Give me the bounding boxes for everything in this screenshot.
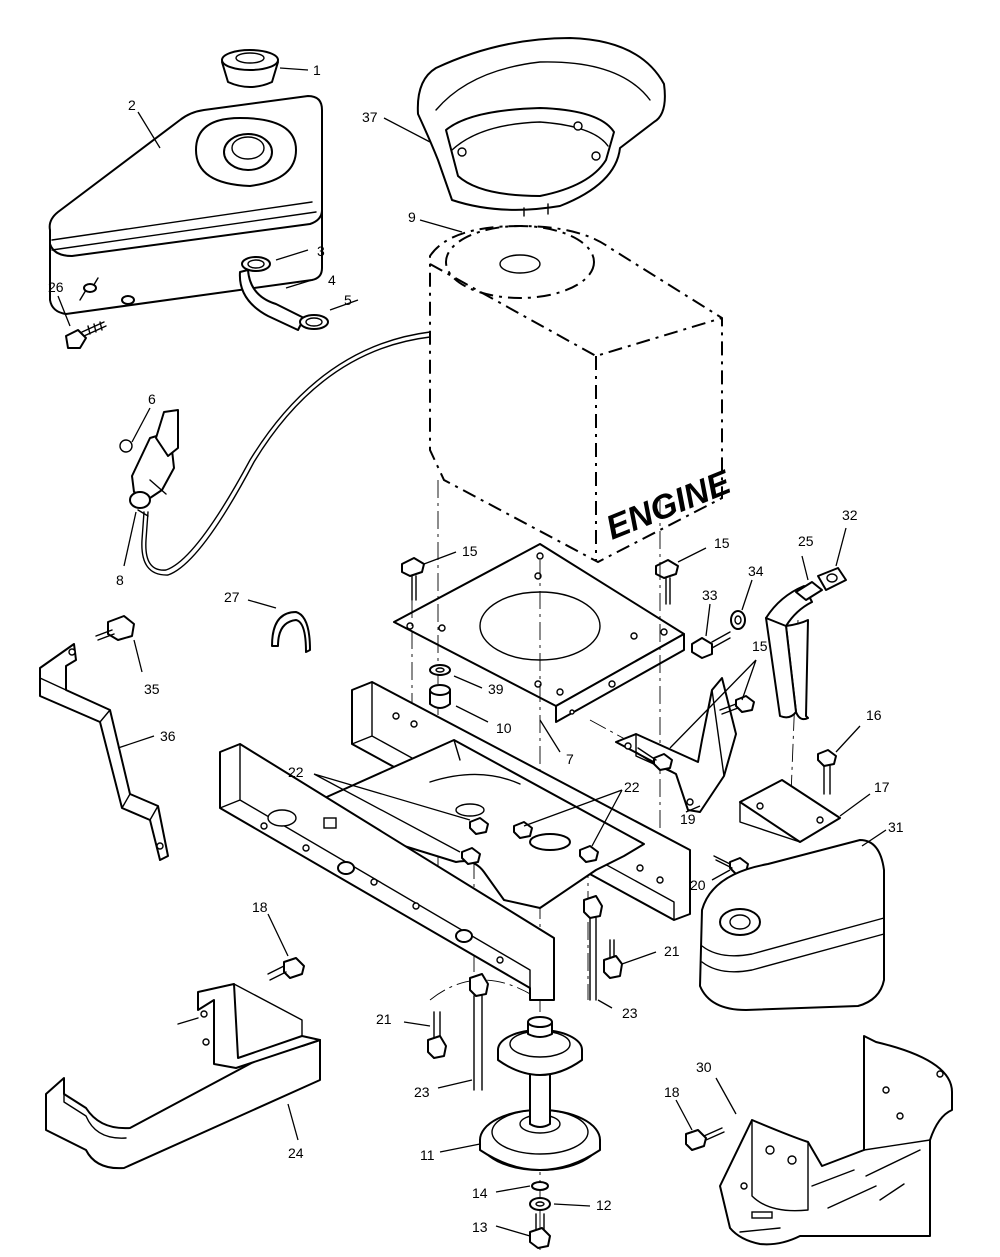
frame-rail-left xyxy=(219,743,555,1001)
callout-7: 7 xyxy=(566,751,574,767)
callout-37: 37 xyxy=(362,109,378,125)
engine-outline: ENGINE xyxy=(429,224,737,564)
cable-clip xyxy=(271,611,311,653)
fuel-cap xyxy=(221,49,279,88)
callout-22a: 22 xyxy=(288,764,304,780)
callout-15b: 15 xyxy=(714,535,730,551)
shaft-left xyxy=(469,973,489,1091)
bracket-bolt-upper xyxy=(719,695,755,715)
muffler-mount-bracket xyxy=(739,779,841,843)
tank-screw xyxy=(65,321,107,349)
callout-4: 4 xyxy=(328,272,336,288)
callout-21b: 21 xyxy=(376,1011,392,1027)
mounting-bolt-right xyxy=(655,559,679,605)
callout-17: 17 xyxy=(874,779,890,795)
callout-34: 34 xyxy=(748,563,764,579)
callout-1: 1 xyxy=(313,62,321,78)
stud-right xyxy=(583,895,603,1001)
callout-12: 12 xyxy=(596,1197,612,1213)
exhaust-gasket xyxy=(817,567,847,591)
pulley-bolt xyxy=(529,1213,551,1249)
callout-32: 32 xyxy=(842,507,858,523)
exhaust-washer xyxy=(730,610,746,630)
callout-36: 36 xyxy=(160,728,176,744)
engine-shroud xyxy=(416,37,666,217)
callout-24: 24 xyxy=(288,1145,304,1161)
callout-18b: 18 xyxy=(664,1084,680,1100)
shield-bolt xyxy=(267,957,305,981)
callout-22b: 22 xyxy=(624,779,640,795)
callout-15a: 15 xyxy=(462,543,478,559)
callout-19: 19 xyxy=(680,811,696,827)
callout-26: 26 xyxy=(48,279,64,295)
callout-35: 35 xyxy=(144,681,160,697)
callout-16: 16 xyxy=(866,707,882,723)
mounting-bolt-left xyxy=(401,557,425,601)
pulley-lockwasher xyxy=(529,1197,551,1211)
callout-33: 33 xyxy=(702,587,718,603)
pan-nut-1 xyxy=(469,817,489,835)
throttle-cable xyxy=(141,331,431,576)
callout-18a: 18 xyxy=(252,899,268,915)
pan-nut-4 xyxy=(579,845,599,863)
fuel-tank xyxy=(48,95,323,315)
callout-15c: 15 xyxy=(752,638,768,654)
callout-13: 13 xyxy=(472,1219,488,1235)
lock-washer xyxy=(429,664,451,676)
exhaust-bolt xyxy=(691,631,731,659)
callout-6: 6 xyxy=(148,391,156,407)
callout-23a: 23 xyxy=(622,1005,638,1021)
callout-27: 27 xyxy=(224,589,240,605)
callout-10: 10 xyxy=(496,720,512,736)
stud-left xyxy=(427,1011,447,1059)
fuel-line-hose xyxy=(238,269,305,331)
pan-nut-2 xyxy=(513,821,533,839)
deflector-bolt xyxy=(685,1127,725,1151)
muffler xyxy=(699,839,885,1011)
callout-21a: 21 xyxy=(664,943,680,959)
callout-14: 14 xyxy=(472,1185,488,1201)
exhaust-pipe xyxy=(765,581,823,721)
pan-nut-3 xyxy=(461,847,481,865)
engine-pulley xyxy=(479,1016,601,1171)
support-bracket xyxy=(39,643,169,861)
callout-8: 8 xyxy=(116,572,124,588)
callout-23b: 23 xyxy=(414,1084,430,1100)
fuel-line-clamp-upper xyxy=(241,256,271,272)
callout-11: 11 xyxy=(420,1147,435,1163)
callout-3: 3 xyxy=(317,243,325,259)
bracket-bolt xyxy=(95,615,135,641)
fuel-line-clamp-lower xyxy=(299,314,329,330)
callout-5: 5 xyxy=(344,292,352,308)
spacer xyxy=(429,684,451,709)
muffler-screw xyxy=(817,749,837,795)
callout-20: 20 xyxy=(690,877,706,893)
bracket-bolt-lower xyxy=(635,747,673,771)
stud-rear xyxy=(603,939,623,979)
callout-39: 39 xyxy=(488,681,504,697)
callout-30: 30 xyxy=(696,1059,712,1075)
callout-2: 2 xyxy=(128,97,136,113)
callout-25: 25 xyxy=(798,533,814,549)
chain-shield xyxy=(45,983,321,1170)
callout-9: 9 xyxy=(408,209,416,225)
discharge-deflector xyxy=(719,1035,953,1246)
pulley-washer xyxy=(531,1181,549,1191)
throttle-control xyxy=(119,409,179,517)
callout-31: 31 xyxy=(888,819,904,835)
